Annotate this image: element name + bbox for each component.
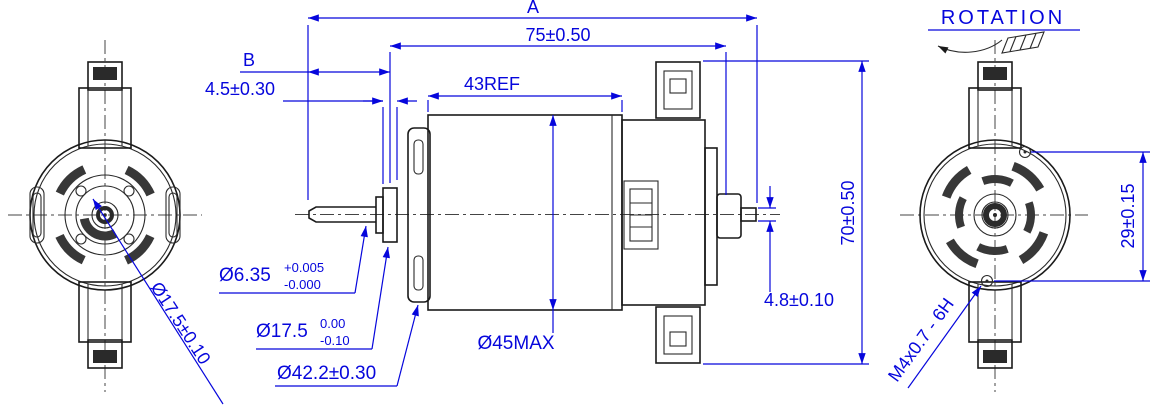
dim-label-thread: M4x0.7 - 6H bbox=[884, 294, 958, 385]
dim-label-75: 75±0.50 bbox=[526, 25, 591, 45]
dim-shaft-diameter-6-35: Ø6.35 +0.005 -0.000 bbox=[219, 225, 368, 294]
dim-rear-stub-4-8: 4.8±0.10 bbox=[758, 186, 834, 310]
dim-label-shaft-tol-lower: -0.000 bbox=[284, 277, 321, 292]
dim-pilot-diameter-42-2: Ø42.2±0.30 bbox=[275, 304, 419, 387]
dim-label-boss-dia: Ø17.5 bbox=[256, 321, 308, 342]
dim-label-front-pilot: Ø17.5±0.10 bbox=[147, 278, 215, 368]
dim-label-B: B bbox=[243, 50, 255, 70]
front-view bbox=[8, 40, 202, 392]
dim-label-boss-tol-lower: -0.10 bbox=[320, 333, 350, 348]
dim-label-boss-tol-upper: 0.00 bbox=[320, 316, 345, 331]
dim-bearing-boss-17-5: Ø17.5 0.00 -0.10 bbox=[256, 246, 390, 350]
dim-label-pilot-dia: Ø42.2±0.30 bbox=[277, 363, 376, 384]
rotation-callout: ROTATION bbox=[928, 7, 1080, 31]
dim-label-shaft-tol-upper: +0.005 bbox=[284, 260, 324, 275]
dim-label-4-8: 4.8±0.10 bbox=[764, 290, 834, 310]
rear-view bbox=[900, 31, 1088, 392]
dim-boss-length-4-5: 4.5±0.30 bbox=[205, 79, 417, 184]
dim-front-pilot-17-5: Ø17.5±0.10 bbox=[92, 198, 224, 405]
side-view bbox=[295, 61, 780, 364]
dim-can-length-43ref: 43REF bbox=[427, 74, 623, 112]
dim-shaft-extension-B: B bbox=[240, 50, 390, 76]
dim-label-4-5: 4.5±0.30 bbox=[205, 79, 275, 99]
dim-label-43ref: 43REF bbox=[464, 74, 520, 94]
dim-can-diameter-45max: Ø45MAX bbox=[477, 115, 557, 354]
dim-label-shaft-dia: Ø6.35 bbox=[219, 265, 271, 286]
dim-label-29: 29±0.15 bbox=[1118, 184, 1138, 249]
rotation-direction-arrow bbox=[937, 31, 1045, 54]
dim-overall-length-A: A bbox=[307, 0, 758, 203]
dim-body-length-75: 75±0.50 bbox=[389, 25, 727, 195]
dim-height-70: 70±0.50 bbox=[703, 60, 869, 365]
dim-hole-spacing-29: 29±0.15 bbox=[994, 151, 1150, 282]
dim-label-A: A bbox=[527, 0, 539, 17]
dim-thread-m4: M4x0.7 - 6H bbox=[884, 285, 982, 389]
rotation-label: ROTATION bbox=[941, 7, 1065, 29]
dim-label-70: 70±0.50 bbox=[838, 181, 858, 246]
dim-label-45max: Ø45MAX bbox=[477, 333, 554, 354]
